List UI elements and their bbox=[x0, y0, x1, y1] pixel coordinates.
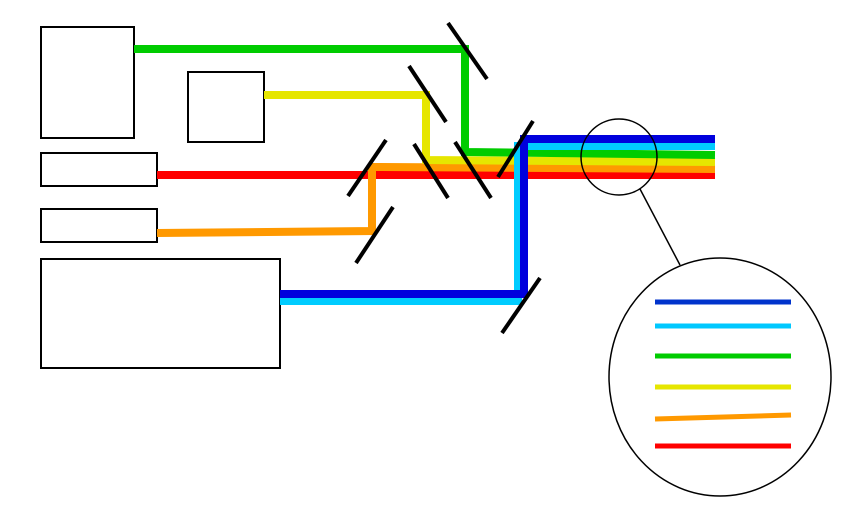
yellow-laser-source-box bbox=[187, 71, 265, 143]
magnified-orange-beam bbox=[654, 412, 792, 422]
orange-upper-mirror bbox=[346, 138, 388, 198]
green-mirror bbox=[446, 21, 489, 81]
yellow-beam bbox=[264, 91, 716, 166]
green-laser-source-box bbox=[40, 26, 135, 139]
yellow-dichroic-mirror bbox=[412, 142, 450, 200]
yellow-mirror bbox=[407, 64, 448, 124]
blue-cyan-laser-source-box bbox=[40, 258, 281, 369]
blue-cyan-dichroic-mirror bbox=[496, 119, 535, 179]
blue-cyan-lower-mirror bbox=[500, 276, 542, 335]
blue-beam bbox=[280, 135, 715, 298]
red-laser-source-box bbox=[40, 152, 158, 187]
green-beam bbox=[134, 45, 716, 159]
orange-lower-mirror bbox=[354, 205, 395, 265]
magnifier-circle bbox=[580, 118, 658, 196]
orange-laser-source-box bbox=[40, 208, 158, 243]
cyan-beam bbox=[280, 142, 715, 305]
green-dichroic-mirror bbox=[453, 140, 493, 200]
magnified-view-circle bbox=[608, 257, 832, 497]
magnifier-leader-line bbox=[639, 188, 681, 266]
orange-beam bbox=[156, 162, 716, 237]
